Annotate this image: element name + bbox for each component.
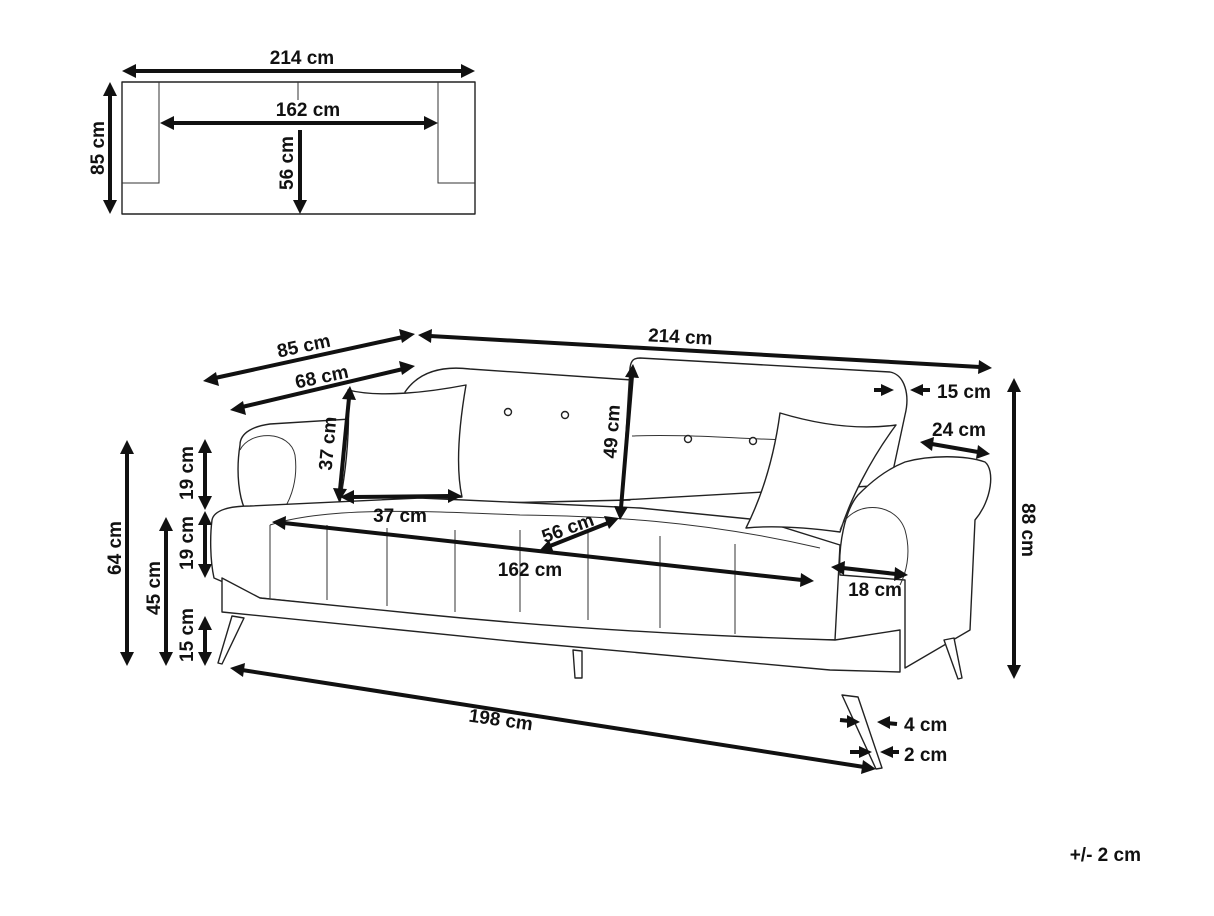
height-total-label: 88 cm [1017, 503, 1038, 557]
top-width-label: 214 cm [270, 48, 334, 69]
top-view: 214 cm 85 cm 162 cm 56 cm [88, 48, 476, 215]
right-pillow [745, 412, 897, 533]
dim-64cm-arm-height: 64 cm [105, 440, 134, 666]
tolerance-note: +/- 2 cm [1070, 845, 1141, 866]
leg-front-right [841, 694, 883, 770]
dim-45cm-seat-height: 45 cm [144, 517, 173, 666]
top-view-left-arm [122, 82, 160, 184]
cushion-width-label: 37 cm [373, 506, 427, 527]
top-seat-width-label: 162 cm [276, 100, 340, 121]
width-total-label: 214 cm [648, 325, 713, 349]
backrest-thickness-label: 15 cm [937, 382, 991, 403]
leg-middle [572, 649, 583, 679]
backrest-button [683, 434, 693, 444]
dim-162cm-seat-width: 162 cm [272, 516, 814, 587]
left-arm-scroll [239, 435, 297, 513]
dim-37cm-cushion-height: 37 cm [316, 386, 356, 502]
seat-width-label: 162 cm [498, 560, 562, 581]
backrest-button [748, 436, 758, 446]
top-seat-width-dimension: 162 cm [160, 100, 438, 130]
dim-37cm-cushion-width: 37 cm [340, 489, 462, 527]
right-arm [838, 456, 992, 669]
seat-cushion-tufts [269, 510, 821, 634]
base-frame [221, 577, 901, 673]
seat-thickness-label: 19 cm [177, 516, 198, 570]
arm-width-label: 24 cm [932, 420, 986, 441]
dim-214cm-width: 214 cm [418, 325, 992, 374]
seat-height-label: 45 cm [144, 561, 165, 615]
leg-bottom-label: 2 cm [904, 745, 947, 766]
top-seat-depth-label: 56 cm [277, 136, 298, 190]
leg-top-label: 4 cm [904, 715, 947, 736]
dim-2cm-leg-bottom: 2 cm [850, 745, 947, 766]
leg-front-left [217, 615, 245, 665]
arm-height-total-label: 64 cm [105, 521, 126, 575]
base-length-label: 198 cm [467, 706, 534, 736]
cushion-height-label: 37 cm [316, 416, 342, 472]
dim-18cm-arm-side: 18 cm [831, 561, 908, 601]
dim-49cm-backrest-height: 49 cm [600, 364, 639, 520]
arm-height-top-label: 19 cm [177, 446, 198, 500]
dim-19cm-seat-thickness: 19 cm [177, 511, 212, 578]
left-pillow [339, 384, 467, 503]
dim-198cm-base: 198 cm [230, 663, 876, 774]
dim-24cm-arm: 24 cm [920, 420, 990, 459]
dim-19cm-arm-top: 19 cm [177, 439, 212, 510]
dim-88cm-height: 88 cm [1007, 378, 1038, 679]
leg-back-right [943, 637, 963, 680]
top-view-right-arm [437, 82, 475, 184]
top-width-dimension: 214 cm [122, 48, 475, 78]
top-seat-depth-dimension: 56 cm [277, 130, 307, 214]
right-arm-scroll [839, 507, 909, 586]
backrest-button [503, 407, 513, 417]
leg-height-label: 15 cm [177, 608, 198, 662]
backrest-height-label: 49 cm [600, 404, 625, 459]
top-depth-dimension: 85 cm [88, 82, 117, 214]
backrest-button [560, 410, 570, 420]
arm-side-label: 18 cm [848, 580, 902, 601]
backrest-seam [631, 434, 786, 441]
dim-15cm-leg-height: 15 cm [177, 608, 212, 666]
dim-15cm-backrest: 15 cm [874, 382, 991, 403]
dim-4cm-leg-top: 4 cm [839, 715, 947, 736]
top-depth-label: 85 cm [88, 121, 109, 175]
